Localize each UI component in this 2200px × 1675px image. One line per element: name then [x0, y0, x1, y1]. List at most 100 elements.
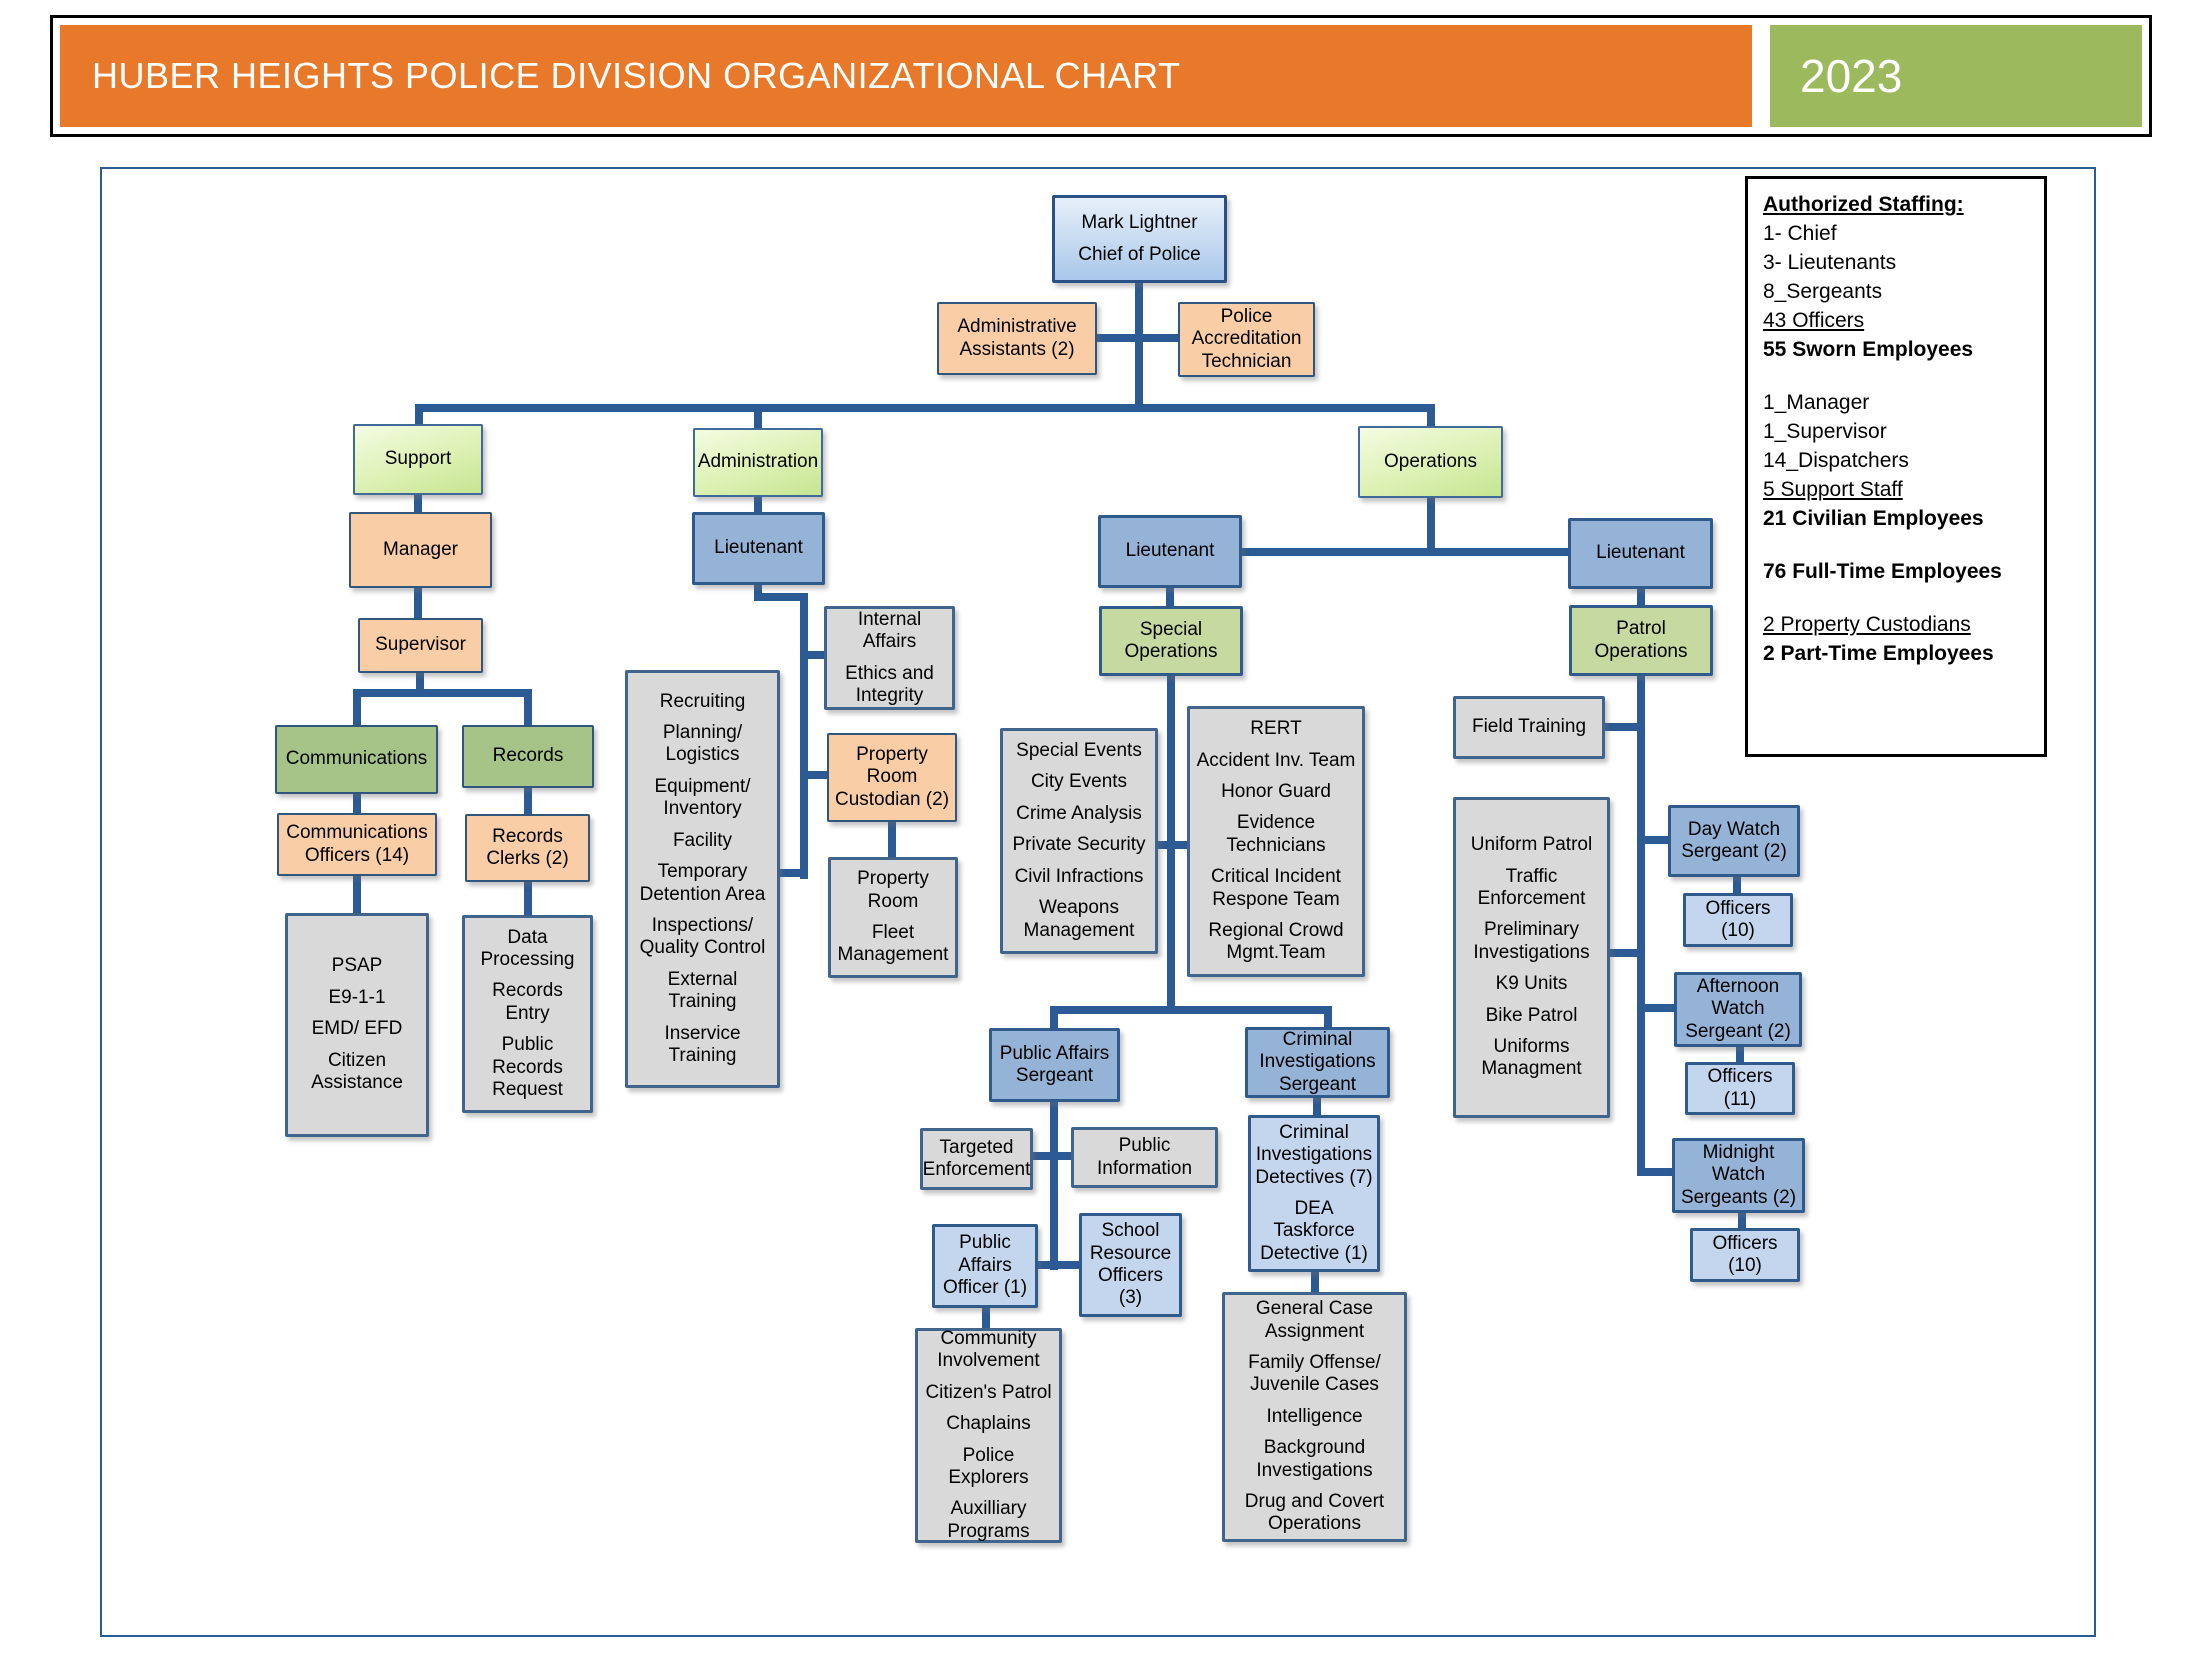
- connector-line: [1313, 1098, 1321, 1116]
- org-node-label: Inservice Training: [664, 1022, 741, 1066]
- org-node-manager: Manager: [349, 512, 492, 588]
- connector-line: [1311, 1272, 1319, 1293]
- org-node-administration: Administration: [693, 428, 823, 497]
- org-node-records-clerks: Records Clerks (2): [465, 814, 590, 882]
- connector-line: [982, 1308, 990, 1329]
- staffing-line: 14_Dispatchers: [1763, 449, 1909, 472]
- connector-line: [804, 771, 829, 779]
- org-node-label: E9-1-1: [328, 986, 386, 1008]
- org-node-label: EMD/ EFD: [311, 1018, 403, 1040]
- org-node-midnight-watch-sergeants: Midnight Watch Sergeants (2): [1672, 1138, 1805, 1213]
- connector-line: [1736, 1047, 1744, 1063]
- org-node-school-resource-officers: School Resource Officers (3): [1079, 1213, 1182, 1317]
- connector-line: [1242, 548, 1568, 556]
- org-node-label: City Events: [1030, 771, 1128, 793]
- org-node-label: Auxilliary Programs: [947, 1498, 1030, 1542]
- connector-line: [1427, 404, 1435, 428]
- org-node-field-training: Field Training: [1453, 696, 1605, 759]
- connector-line: [804, 651, 826, 659]
- org-node-label: Day Watch Sergeant (2): [1681, 818, 1787, 862]
- year-badge: 2023: [1770, 25, 2142, 127]
- org-node-administration-lieutenant: Lieutenant: [692, 512, 825, 585]
- org-node-label: Police Accreditation Technician: [1191, 305, 1302, 372]
- staffing-line: 1- Chief: [1763, 222, 1837, 245]
- connector-line: [353, 689, 532, 697]
- org-node-label: Police Explorers: [948, 1444, 1029, 1488]
- connector-line: [1643, 836, 1670, 844]
- staffing-line: 8_Sergeants: [1763, 280, 1883, 303]
- connector-line: [1733, 877, 1741, 894]
- org-node-label: Public Affairs Sergeant: [999, 1042, 1110, 1086]
- staffing-line: 1_Manager: [1763, 391, 1870, 414]
- staffing-line: 55 Sworn Employees: [1763, 338, 1974, 361]
- org-node-supervisor: Supervisor: [358, 618, 483, 673]
- org-node-label: Evidence Technicians: [1226, 812, 1326, 856]
- connector-line: [1057, 1152, 1072, 1160]
- org-node-label: Preliminary Investigations: [1473, 919, 1590, 963]
- org-node-label: Equipment/ Inventory: [654, 775, 751, 820]
- org-node-label: Community Involvement: [937, 1327, 1040, 1372]
- org-node-property-room-custodian: Property Room Custodian (2): [827, 733, 957, 822]
- org-node-label: Facility: [672, 829, 733, 851]
- org-node-afternoon-watch-officers: Officers (11): [1685, 1062, 1795, 1115]
- org-node-label: Lieutenant: [714, 537, 803, 559]
- org-node-label: Special Operations: [1124, 618, 1218, 662]
- connector-line: [1050, 1006, 1332, 1014]
- connector-line: [1038, 1261, 1079, 1269]
- org-node-label: Communications: [285, 748, 428, 770]
- staffing-line: 43 Officers: [1763, 309, 1865, 332]
- staffing-line: 1_Supervisor: [1763, 420, 1887, 443]
- org-node-public-information: Public Information: [1071, 1127, 1218, 1188]
- connector-line: [1050, 1006, 1058, 1029]
- connector-line: [780, 869, 802, 877]
- org-node-records: Records: [462, 725, 594, 788]
- org-node-label: Midnight Watch Sergeants (2): [1680, 1141, 1797, 1208]
- org-node-special-ops-lieutenant: Lieutenant: [1098, 515, 1242, 588]
- connector-line: [524, 689, 532, 726]
- org-node-label: School Resource Officers (3): [1089, 1220, 1172, 1309]
- org-node-targeted-enforcement: Targeted Enforcement: [920, 1128, 1033, 1190]
- org-node-day-watch-sergeant: Day Watch Sergeant (2): [1668, 805, 1800, 877]
- org-node-label: Property Room: [857, 868, 929, 912]
- org-node-public-affairs-officer: Public Affairs Officer (1): [932, 1224, 1038, 1308]
- org-node-label: External Training: [667, 968, 738, 1013]
- page-title: HUBER HEIGHTS POLICE DIVISION ORGANIZATI…: [92, 55, 1181, 96]
- page-header: HUBER HEIGHTS POLICE DIVISION ORGANIZATI…: [50, 15, 2152, 137]
- connector-line: [1643, 1004, 1676, 1012]
- org-node-label: DEA Taskforce Detective (1): [1260, 1198, 1368, 1264]
- connector-line: [754, 497, 762, 513]
- org-node-label: Records: [492, 745, 564, 767]
- connector-line: [1637, 676, 1645, 1176]
- org-node-label: Mark Lightner: [1081, 212, 1198, 234]
- org-node-label: Public Information: [1096, 1135, 1193, 1179]
- org-node-label: Operations: [1384, 450, 1477, 472]
- org-node-label: Bike Patrol: [1485, 1004, 1578, 1026]
- connector-line: [1158, 841, 1187, 849]
- connector-line: [754, 593, 808, 601]
- connector-line: [1738, 1213, 1746, 1229]
- connector-line: [1610, 949, 1639, 957]
- connector-line: [754, 404, 762, 430]
- org-node-label: Background Investigations: [1256, 1437, 1373, 1481]
- connector-line: [414, 588, 422, 619]
- org-node-communications: Communications: [275, 725, 438, 794]
- org-node-label: Criminal Investigations Sergeant: [1259, 1028, 1376, 1095]
- org-node-label: Property Room Custodian (2): [834, 743, 950, 810]
- org-node-label: Civil Infractions: [1014, 865, 1144, 887]
- org-node-label: Officers (11): [1707, 1066, 1773, 1110]
- org-node-label: Officers (10): [1712, 1232, 1778, 1276]
- org-node-label: Regional Crowd Mgmt.Team: [1208, 920, 1344, 964]
- org-node-special-operations: Special Operations: [1099, 606, 1243, 676]
- org-node-label: Public Affairs Officer (1): [942, 1232, 1028, 1299]
- staffing-line: 76 Full-Time Employees: [1763, 560, 2002, 583]
- org-node-label: Records Clerks (2): [486, 825, 569, 869]
- org-node-label: Accident Inv. Team: [1196, 749, 1356, 771]
- org-node-public-affairs-sergeant: Public Affairs Sergeant: [989, 1028, 1120, 1102]
- connector-line: [353, 689, 361, 726]
